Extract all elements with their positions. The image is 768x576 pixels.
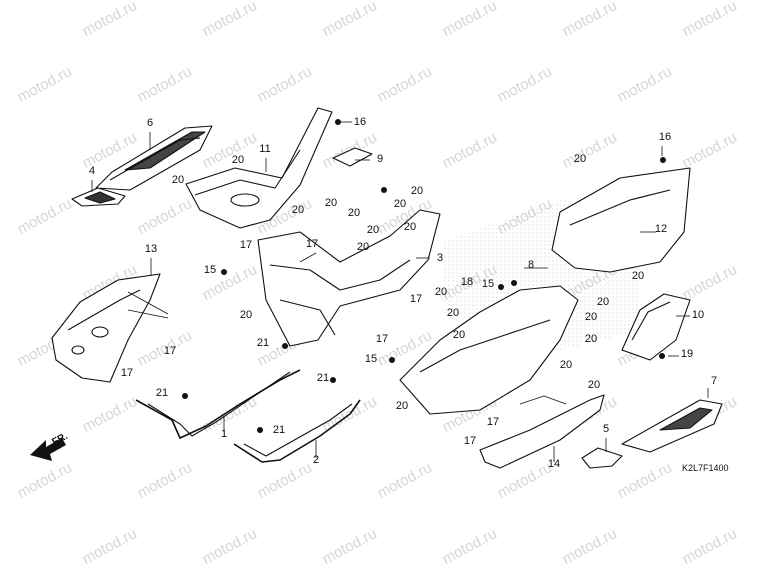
callout-c20c: 20 (292, 204, 304, 216)
callout-c20v: 20 (396, 400, 408, 412)
callout-c21b: 21 (156, 387, 168, 399)
callout-c17b: 17 (306, 238, 318, 250)
callout-c12: 12 (655, 223, 667, 235)
diagram-code: K2L7F1400 (682, 463, 729, 473)
callout-c5: 5 (603, 423, 609, 435)
callout-c20i: 20 (404, 221, 416, 233)
callout-c15a: 15 (204, 264, 216, 276)
callout-c16b: 16 (659, 131, 671, 143)
callout-c9: 9 (377, 153, 383, 165)
callout-c20l: 20 (574, 153, 586, 165)
callout-c17a: 17 (240, 239, 252, 251)
callout-c21c: 21 (317, 372, 329, 384)
callout-c20q: 20 (597, 296, 609, 308)
part-3-center-cover (257, 209, 441, 347)
callout-c17h: 17 (464, 435, 476, 447)
callout-c20d: 20 (325, 197, 337, 209)
callout-c13: 13 (145, 243, 157, 255)
callout-c17g: 17 (487, 416, 499, 428)
leader-lines (91, 121, 709, 462)
callout-c8: 8 (528, 259, 534, 271)
callout-c10: 10 (692, 309, 704, 321)
callout-c15c: 15 (365, 353, 377, 365)
front-direction-arrow (30, 438, 66, 461)
callout-c4: 4 (89, 165, 95, 177)
part-4-small-cover (71, 187, 126, 207)
callout-c20f: 20 (411, 185, 423, 197)
callout-c15b: 15 (482, 278, 494, 290)
callout-c19: 19 (681, 348, 693, 360)
part-11-inner-cover (185, 107, 333, 229)
callout-c20o: 20 (447, 307, 459, 319)
callout-c17f: 17 (376, 333, 388, 345)
part-6-side-cover (95, 125, 213, 191)
part-12-right-cover (551, 167, 691, 273)
callout-c18: 18 (461, 276, 473, 288)
callout-c7: 7 (711, 375, 717, 387)
callout-c17e: 17 (410, 293, 422, 305)
callout-c20t: 20 (560, 359, 572, 371)
part-1-floor-rail (135, 369, 301, 439)
callout-c16a: 16 (354, 116, 366, 128)
callout-c17c: 17 (164, 345, 176, 357)
part-5-small-cover (581, 447, 623, 469)
callout-c20e: 20 (348, 207, 360, 219)
callout-c17d: 17 (121, 367, 133, 379)
part-9-plate (332, 147, 373, 167)
callout-c20r: 20 (585, 311, 597, 323)
part-2-floor-rail (233, 399, 361, 463)
callout-c20p: 20 (453, 329, 465, 341)
callout-c20g: 20 (394, 198, 406, 210)
part-14-floor (399, 285, 605, 469)
callout-c20m: 20 (632, 270, 644, 282)
callout-c21d: 21 (273, 424, 285, 436)
callout-c20s: 20 (585, 333, 597, 345)
callout-c20a: 20 (232, 154, 244, 166)
callout-c20n: 20 (435, 286, 447, 298)
callout-c6: 6 (147, 117, 153, 129)
callout-c20j: 20 (357, 241, 369, 253)
part-10-right-lower-cover (621, 293, 691, 361)
callout-c1: 1 (221, 428, 227, 440)
callout-c21a: 21 (257, 337, 269, 349)
callout-c20b: 20 (172, 174, 184, 186)
callout-c2: 2 (313, 454, 319, 466)
callout-c20k: 20 (240, 309, 252, 321)
callout-c20u: 20 (588, 379, 600, 391)
part-13-left-cover (51, 273, 161, 383)
callout-c20h: 20 (367, 224, 379, 236)
part-7-stripe-cover (621, 399, 723, 453)
fasteners (182, 119, 666, 433)
callout-c11: 11 (259, 143, 270, 155)
callout-c14: 14 (548, 458, 560, 470)
callout-c3: 3 (437, 252, 443, 264)
